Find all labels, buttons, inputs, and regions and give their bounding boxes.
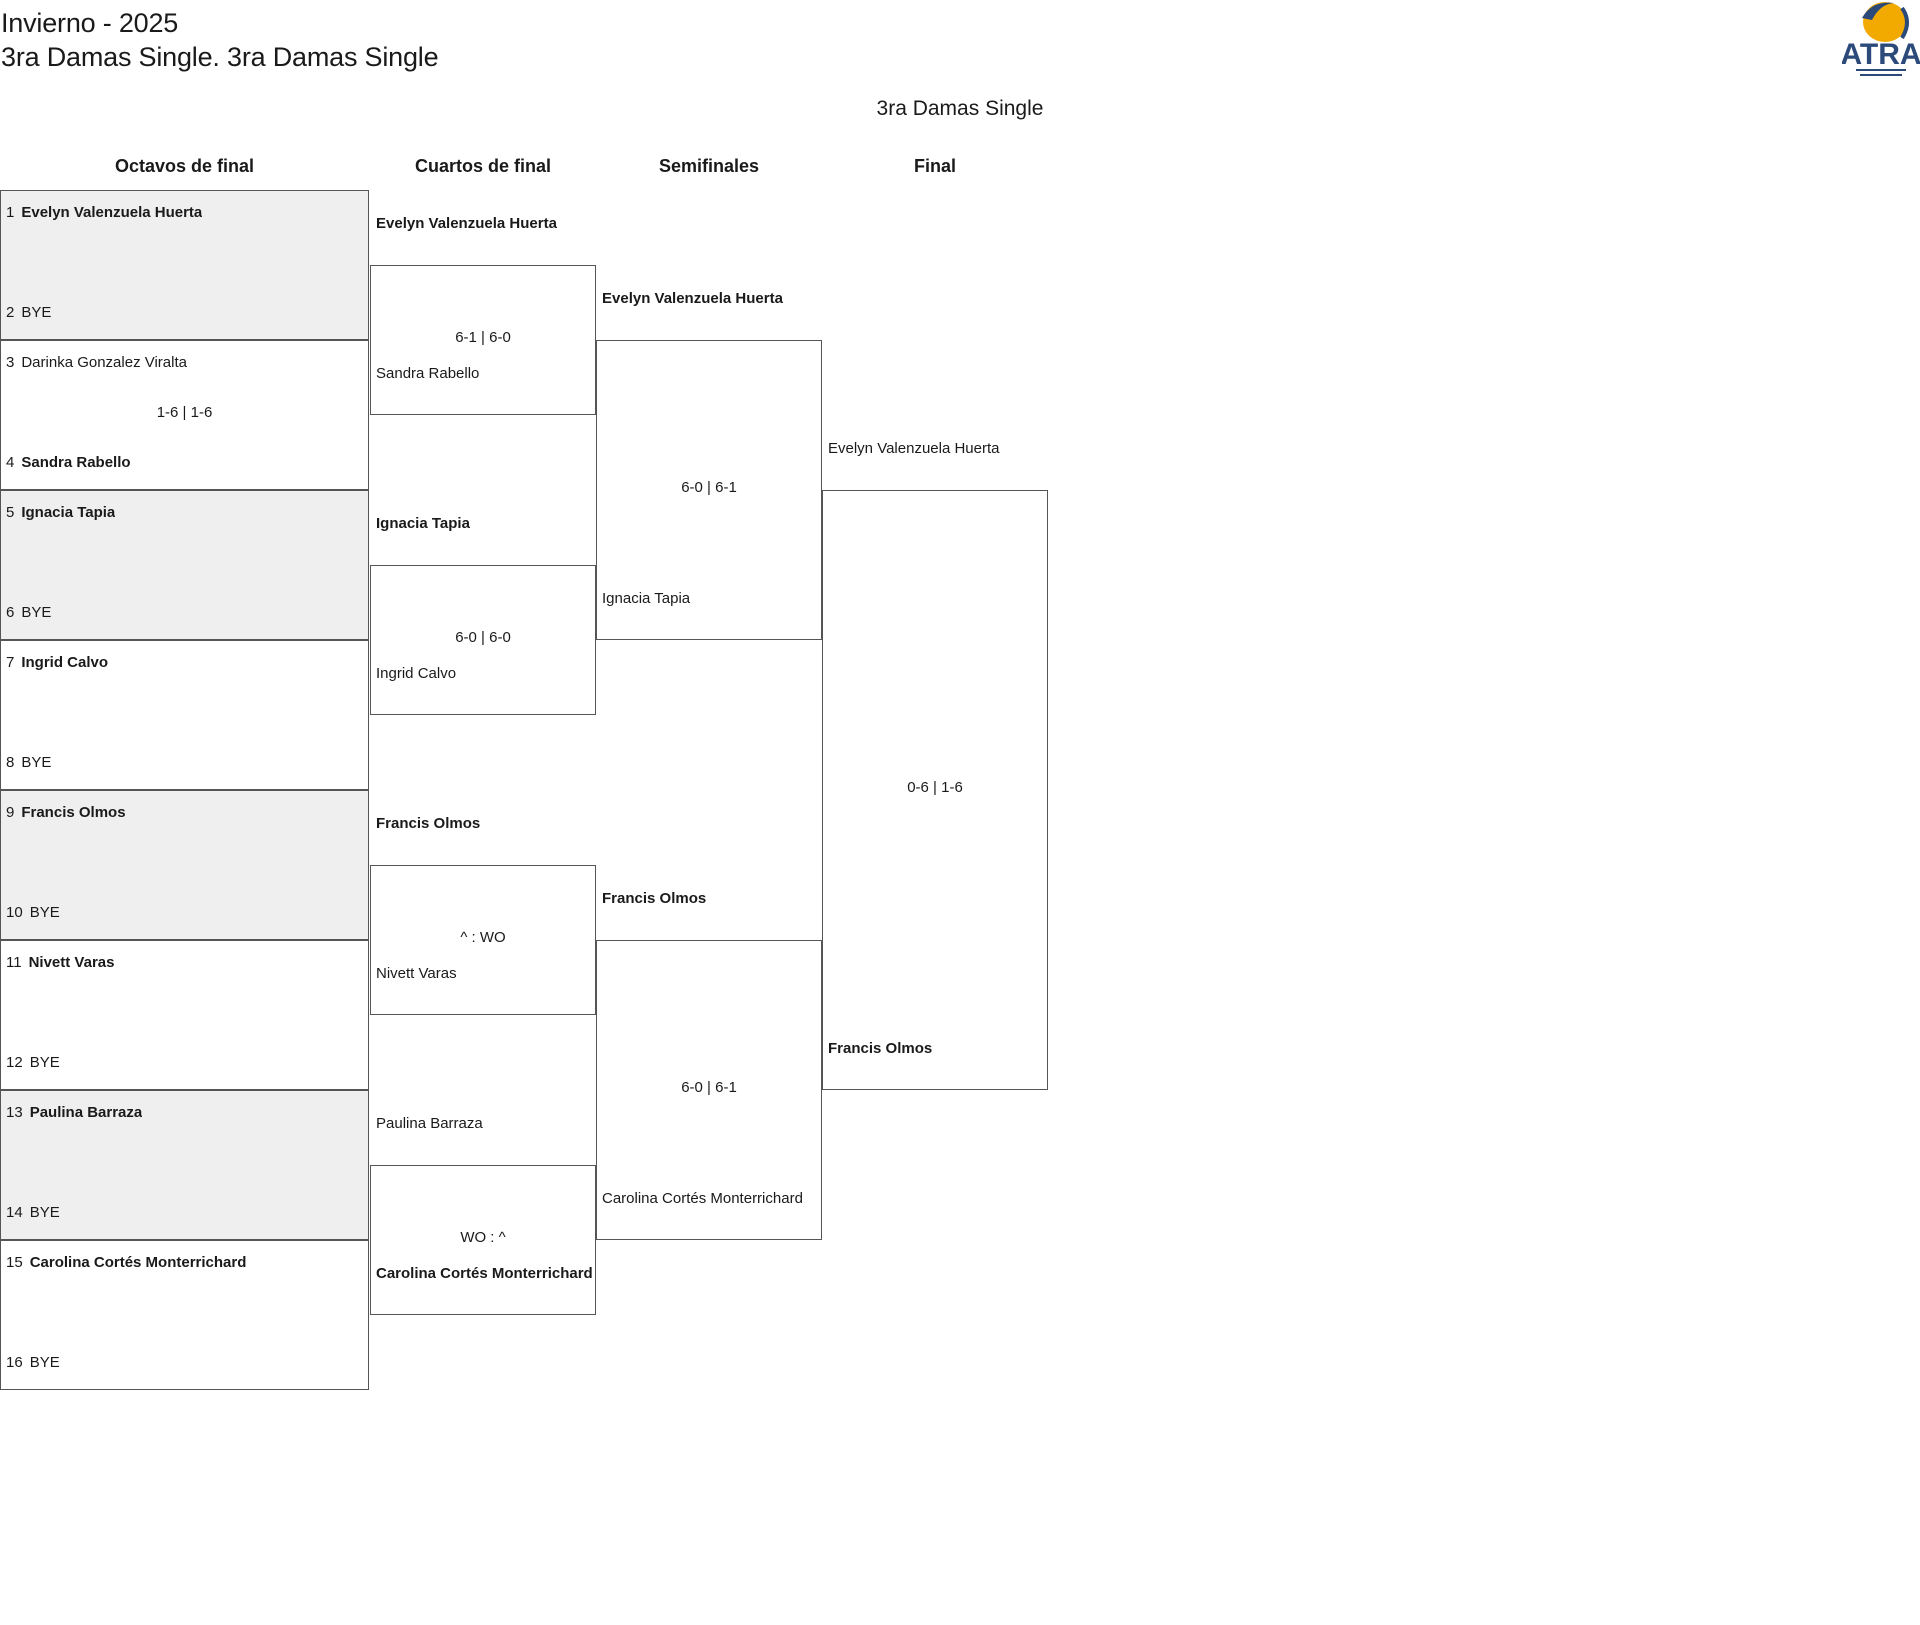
- player-name: BYE: [29, 1204, 60, 1221]
- r16-player-slot[interactable]: 6 BYE: [6, 604, 51, 621]
- r16-player-slot[interactable]: 7 Ingrid Calvo: [6, 654, 108, 671]
- r16-player-slot[interactable]: 11 Nivett Varas: [6, 954, 114, 971]
- qf-match-box: [370, 1165, 596, 1315]
- sf-player-slot[interactable]: Ignacia Tapia: [602, 590, 691, 607]
- qf-match-box: [370, 265, 596, 415]
- seed-number: 8: [6, 754, 15, 771]
- match-score: 1-6 | 1-6: [156, 404, 213, 421]
- bracket-title: 3ra Damas Single: [876, 97, 1044, 120]
- r16-player-slot[interactable]: 15 Carolina Cortés Monterrichard: [6, 1254, 246, 1271]
- final-player-slot[interactable]: Evelyn Valenzuela Huerta: [828, 440, 1000, 457]
- match-score: 6-0 | 6-1: [681, 1079, 737, 1096]
- qf-player-slot[interactable]: Nivett Varas: [376, 965, 457, 982]
- seed-number: 2: [6, 304, 15, 321]
- event-title: Invierno - 2025: [1, 8, 179, 38]
- round-header-2: Cuartos de final: [414, 156, 552, 176]
- qf-player-slot[interactable]: Sandra Rabello: [376, 365, 480, 382]
- seed-number: 7: [6, 654, 15, 671]
- seed-number: 5: [6, 504, 15, 521]
- r16-match-box: [0, 940, 369, 1090]
- sf-match-box: [596, 940, 822, 1240]
- match-score: 0-6 | 1-6: [907, 779, 963, 796]
- qf-player-slot[interactable]: Evelyn Valenzuela Huerta: [376, 215, 557, 232]
- r16-player-slot[interactable]: 16 BYE: [6, 1354, 60, 1371]
- sf-player-slot[interactable]: Francis Olmos: [602, 890, 707, 907]
- qf-match-box: [370, 865, 596, 1015]
- r16-player-slot[interactable]: 10 BYE: [6, 904, 60, 921]
- player-name: BYE: [29, 1354, 60, 1371]
- player-name: Darinka Gonzalez Viralta: [21, 354, 187, 371]
- final-player-slot[interactable]: Francis Olmos: [828, 1040, 933, 1057]
- match-score: WO : ^: [460, 1229, 506, 1246]
- r16-player-slot[interactable]: 13 Paulina Barraza: [6, 1104, 142, 1121]
- qf-player-slot[interactable]: Francis Olmos: [376, 815, 481, 832]
- round-header-1: Octavos de final: [114, 156, 255, 176]
- qf-player-slot[interactable]: Ignacia Tapia: [376, 515, 470, 532]
- r16-match-box: [0, 790, 369, 940]
- seed-number: 1: [6, 204, 15, 221]
- r16-player-slot[interactable]: 2 BYE: [6, 304, 51, 321]
- r16-match-box: [0, 340, 369, 490]
- player-name: Evelyn Valenzuela Huerta: [21, 204, 203, 221]
- player-name: Ignacia Tapia: [21, 504, 116, 521]
- round-header-3: Semifinales: [658, 156, 760, 176]
- seed-number: 11: [6, 954, 22, 971]
- qf-player-slot[interactable]: Carolina Cortés Monterrichard: [376, 1265, 593, 1282]
- sf-player-slot[interactable]: Carolina Cortés Monterrichard: [602, 1190, 803, 1207]
- seed-number: 9: [6, 804, 15, 821]
- sf-player-slot[interactable]: Evelyn Valenzuela Huerta: [602, 290, 783, 307]
- player-name: Sandra Rabello: [21, 454, 131, 471]
- atra-logo: ATRA: [1842, 2, 1920, 76]
- r16-match-box: [0, 1240, 369, 1390]
- logo-text: ATRA: [1842, 38, 1920, 71]
- tennis-ball-icon: [1863, 2, 1907, 42]
- player-name: BYE: [29, 1054, 60, 1071]
- match-score: 6-0 | 6-1: [681, 479, 737, 496]
- round-header-4: Final: [913, 156, 956, 176]
- seed-number: 13: [6, 1104, 23, 1121]
- category-title: 3ra Damas Single. 3ra Damas Single: [1, 42, 439, 72]
- player-name: Ingrid Calvo: [21, 654, 109, 671]
- final-match-box: [822, 490, 1048, 1090]
- match-score: 6-1 | 6-0: [455, 329, 511, 346]
- player-name: BYE: [21, 604, 52, 621]
- qf-player-slot[interactable]: Ingrid Calvo: [376, 665, 457, 682]
- seed-number: 6: [6, 604, 15, 621]
- r16-match-box: [0, 190, 369, 340]
- match-score: 6-0 | 6-0: [455, 629, 511, 646]
- match-score: ^ : WO: [460, 929, 506, 946]
- seed-number: 10: [6, 904, 23, 921]
- player-name: Nivett Varas: [28, 954, 115, 971]
- r16-player-slot[interactable]: 12 BYE: [6, 1054, 60, 1071]
- player-name: Paulina Barraza: [29, 1104, 143, 1121]
- r16-match-box: [0, 1090, 369, 1240]
- player-name: Francis Olmos: [21, 804, 126, 821]
- player-name: BYE: [21, 304, 52, 321]
- player-name: BYE: [21, 754, 52, 771]
- r16-player-slot[interactable]: 8 BYE: [6, 754, 51, 771]
- r16-player-slot[interactable]: 4 Sandra Rabello: [6, 454, 131, 471]
- r16-match-box: [0, 640, 369, 790]
- seed-number: 15: [6, 1254, 23, 1271]
- qf-player-slot[interactable]: Paulina Barraza: [376, 1115, 483, 1132]
- seed-number: 12: [6, 1054, 23, 1071]
- r16-player-slot[interactable]: 1 Evelyn Valenzuela Huerta: [6, 204, 202, 221]
- qf-match-box: [370, 565, 596, 715]
- seed-number: 3: [6, 354, 15, 371]
- player-name: BYE: [29, 904, 60, 921]
- r16-match-box: [0, 490, 369, 640]
- sf-match-box: [596, 340, 822, 640]
- r16-player-slot[interactable]: 14 BYE: [6, 1204, 60, 1221]
- player-name: Carolina Cortés Monterrichard: [29, 1254, 247, 1271]
- r16-player-slot[interactable]: 5 Ignacia Tapia: [6, 504, 115, 521]
- seed-number: 14: [6, 1204, 23, 1221]
- seed-number: 4: [6, 454, 15, 471]
- seed-number: 16: [6, 1354, 23, 1371]
- r16-player-slot[interactable]: 3 Darinka Gonzalez Viralta: [6, 354, 187, 371]
- r16-player-slot[interactable]: 9 Francis Olmos: [6, 804, 126, 821]
